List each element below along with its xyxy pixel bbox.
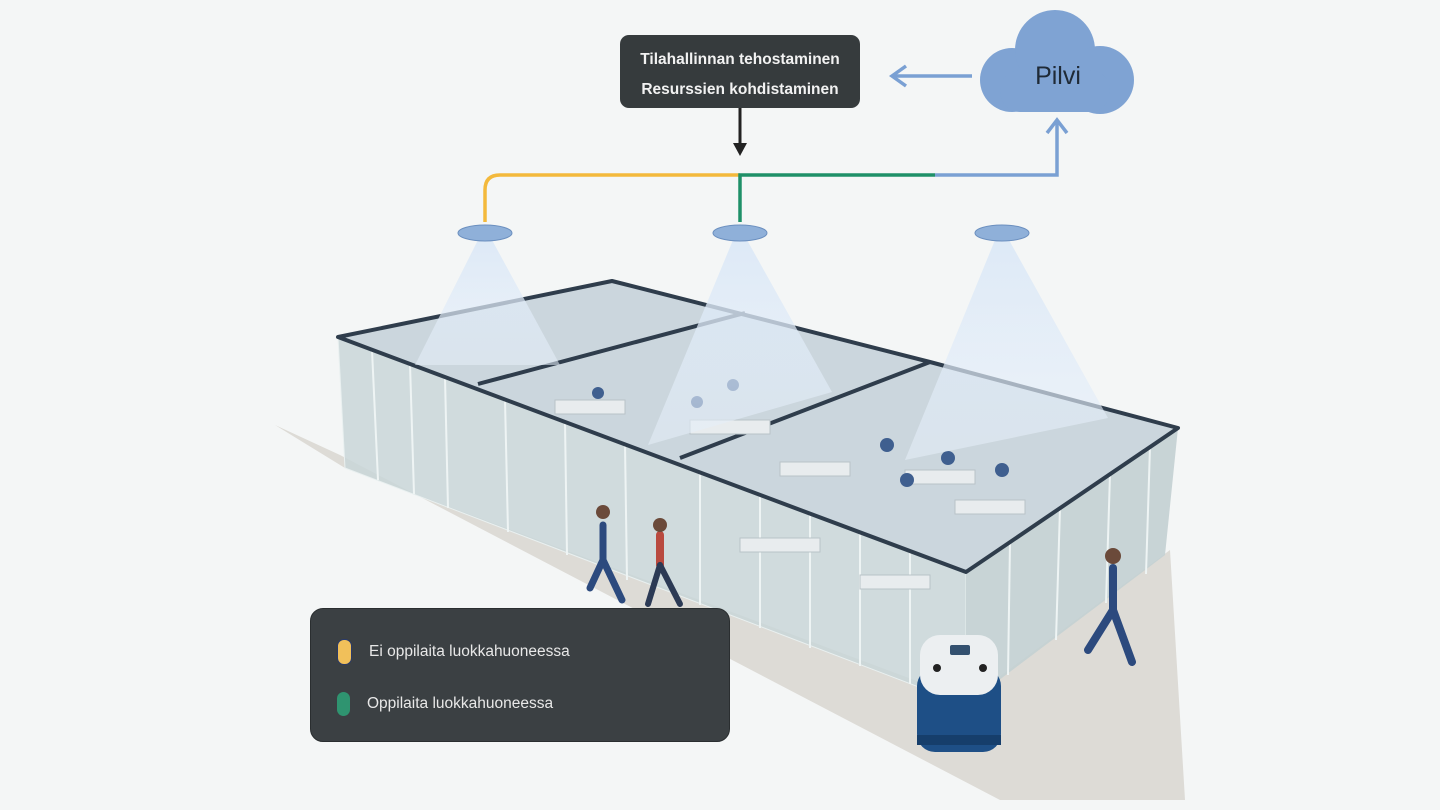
sensor-cone	[648, 240, 832, 445]
ceiling-sensor-icon	[457, 224, 513, 242]
arrow-left-icon	[888, 64, 908, 88]
building-right-wall	[966, 428, 1178, 705]
legend-label: Ei oppilaita luokkahuoneessa	[369, 643, 570, 660]
blue-connection-line	[935, 122, 1059, 177]
ceiling-sensor-icon	[974, 224, 1030, 242]
ceiling-sensor-icon	[712, 224, 768, 242]
cleaning-robot-icon	[917, 635, 1001, 752]
green-connection-line	[738, 173, 935, 222]
arrow-down-icon	[733, 143, 747, 156]
legend-item-no-students: Ei oppilaita luokkahuoneessa	[337, 639, 570, 665]
benefit-space-management: Tilahallinnan tehostaminen	[640, 51, 840, 68]
arrow-up-icon	[1045, 117, 1069, 135]
cloud-label: Pilvi	[1035, 62, 1081, 90]
walking-people	[586, 505, 1136, 666]
sensor-cone	[905, 240, 1108, 460]
yellow-connection-line	[483, 173, 740, 222]
sensors	[457, 224, 1030, 242]
green-swatch-icon	[337, 692, 350, 716]
benefits-box: Tilahallinnan tehostaminen Resurssien ko…	[620, 35, 860, 108]
interior-wall	[679, 360, 931, 460]
legend-label: Oppilaita luokkahuoneessa	[367, 695, 554, 712]
legend-item-students-present: Oppilaita luokkahuoneessa	[337, 692, 553, 716]
legend: Ei oppilaita luokkahuoneessa Oppilaita l…	[310, 608, 730, 742]
sensor-cone	[415, 240, 560, 365]
benefit-resource-allocation: Resurssien kohdistaminen	[641, 81, 839, 98]
cloud-icon	[980, 10, 1134, 114]
glass-mullions	[371, 349, 1151, 684]
yellow-swatch-icon	[337, 639, 352, 665]
